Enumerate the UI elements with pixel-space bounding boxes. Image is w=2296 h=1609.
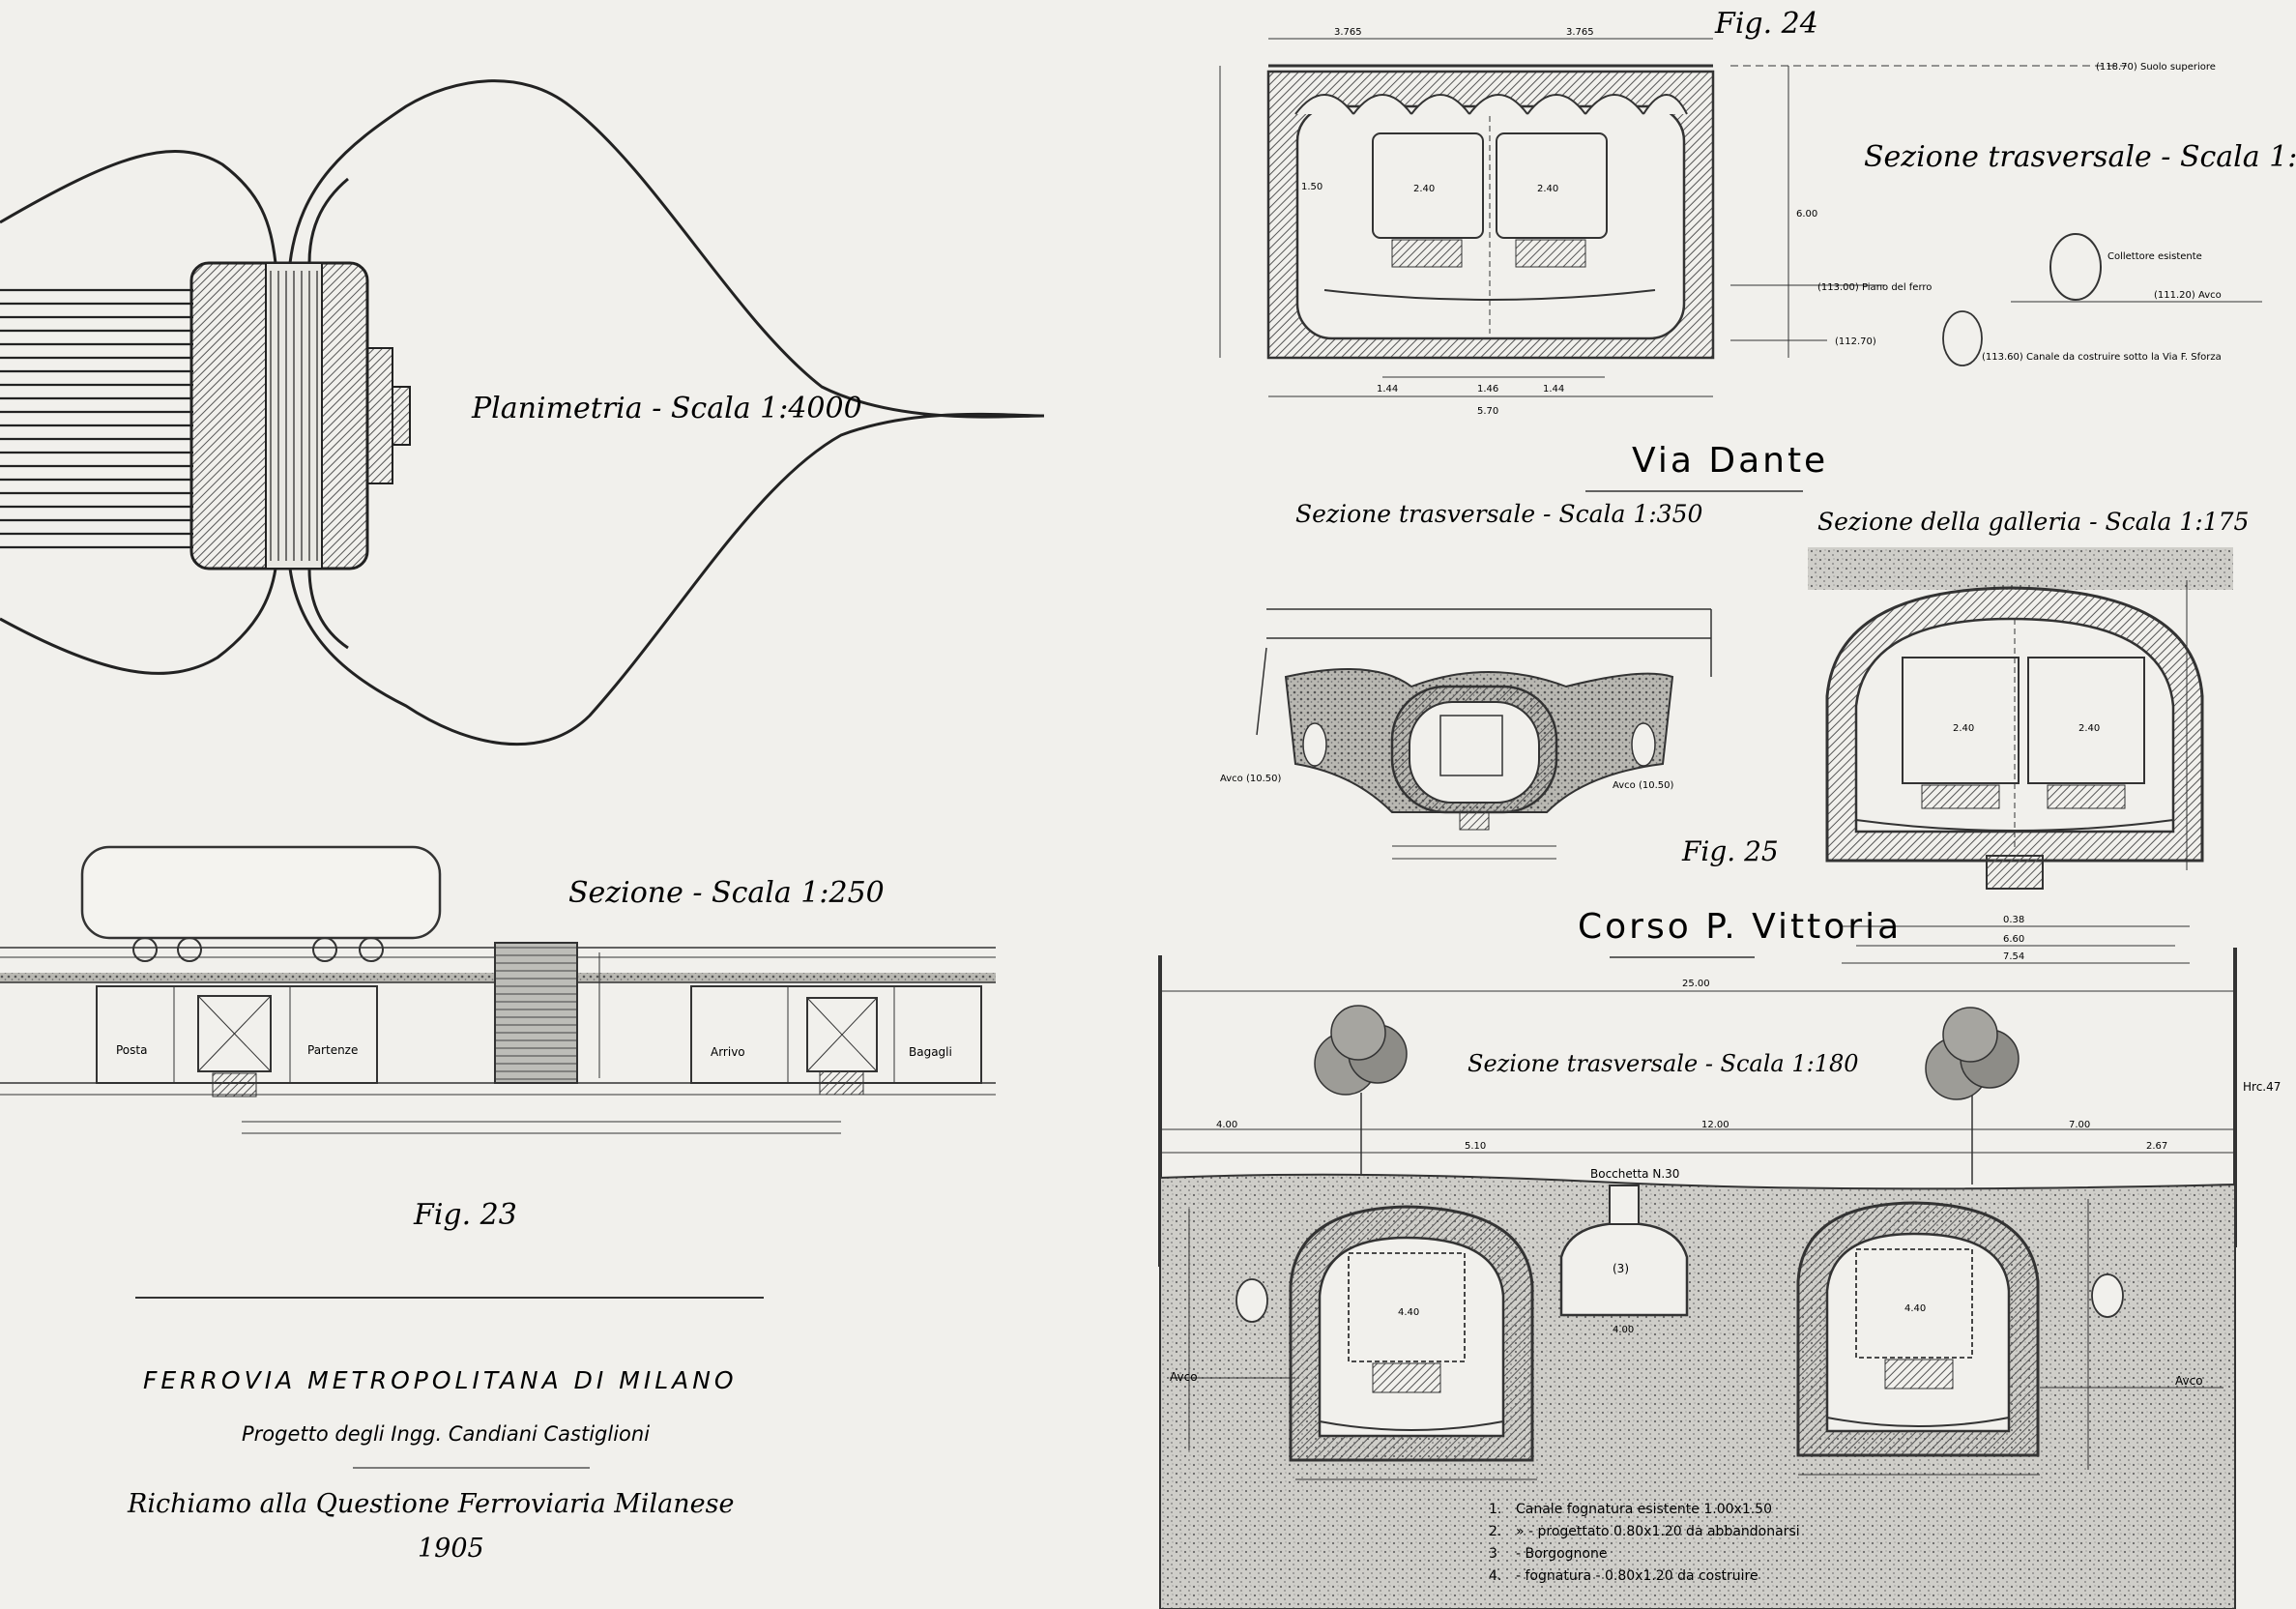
dim-width-total: 5.70 [1477, 406, 1498, 417]
fig23-plan [0, 79, 1045, 746]
label-avco: (111.20) Avco [2154, 290, 2222, 301]
legend-num-1: 1. [1489, 1502, 1501, 1517]
plan-caption: Planimetria - Scala 1:4000 [471, 392, 862, 425]
section-caption-fig23: Sezione - Scala 1:250 [568, 876, 885, 910]
room-label-partenze: Partenze [307, 1043, 358, 1057]
fig25-legend: 1. Canale fognatura esistente 1.00x1.50 … [1489, 1502, 1800, 1584]
dim-tunnel-left: 4.40 [1398, 1307, 1419, 1318]
fig25-caption: Sezione trasversale - Scala 1:180 [1468, 1050, 1859, 1077]
plan-tracks [0, 288, 193, 549]
legend-num-3: 3 [1489, 1546, 1497, 1562]
fig23-label: Fig. 23 [413, 1198, 517, 1232]
gallery-dim-a: 0.38 [2003, 915, 2024, 925]
avco-right: Avco [2175, 1374, 2203, 1388]
railcar [80, 845, 442, 940]
gallery-dim-left: 2.40 [1953, 723, 1974, 734]
label-base: (112.70) [1835, 336, 1876, 347]
dim-track-2: 1.46 [1477, 384, 1498, 395]
fig25-section [1158, 948, 2237, 1609]
legend-num-4: 4. [1489, 1568, 1501, 1584]
dim-sidewalk-left: 4.00 [1216, 1120, 1237, 1130]
dim-sidewalk-right: 7.00 [2069, 1120, 2090, 1130]
fig25-label: Fig. 25 [1681, 835, 1779, 867]
dim-track-1: 1.44 [1377, 384, 1398, 395]
gallery-dim-b: 6.60 [2003, 934, 2024, 945]
dim-tunnel-right: 4.40 [1904, 1303, 1926, 1314]
tree-right [1925, 1007, 2020, 1185]
via-dante-left-caption: Sezione trasversale - Scala 1:350 [1295, 500, 1702, 528]
label-collettore: Collettore esistente [2107, 251, 2202, 262]
fig24-label: Fig. 24 [1714, 7, 1818, 41]
legend-text-1: Canale fognatura esistente 1.00x1.50 [1516, 1502, 1772, 1517]
fig23-section [0, 845, 996, 1134]
room-label-bagagli: Bagagli [909, 1045, 952, 1059]
street-corso-p-vittoria: Corso P. Vittoria [1578, 907, 1902, 947]
dim-duct-width: 4.00 [1613, 1325, 1634, 1335]
room-label-posta: Posta [116, 1043, 147, 1057]
label-suolo: (118.70) Suolo superiore [2096, 62, 2216, 73]
main-title: FERROVIA METROPOLITANA DI MILANO [143, 1366, 738, 1394]
side-label: Hrc.47 [2243, 1080, 2281, 1094]
label-canale: (113.60) Canale da costruire sotto la Vi… [1982, 352, 2222, 363]
legend-text-4: - fognatura - 0.80x1.20 da costruire [1516, 1568, 1758, 1584]
legend-text-3: - Borgognone [1516, 1546, 1607, 1562]
via-dante-small-section [1256, 608, 1712, 860]
dim-side: 1.50 [1301, 182, 1322, 192]
reference-line: Richiamo alla Questione Ferroviaria Mila… [127, 1489, 734, 1519]
dim-top-left: 3.765 [1334, 27, 1362, 38]
bocchetta-label: Bocchetta N.30 [1590, 1167, 1679, 1181]
dim-car-left: 2.40 [1413, 184, 1435, 194]
dim-carriageway: 12.00 [1701, 1120, 1729, 1130]
gallery-dim-right: 2.40 [2078, 723, 2100, 734]
dim-right-offset: 2.67 [2146, 1141, 2167, 1152]
gallery-dim-c: 7.54 [2003, 951, 2024, 962]
legend-text-2: » - progettato 0.80x1.20 da abbandonarsi [1516, 1524, 1800, 1539]
tree-left [1314, 1005, 1408, 1175]
via-dante-avco-right: Avco (10.50) [1613, 780, 1673, 791]
via-dante-gallery-section [1808, 547, 2233, 964]
dim-overall: 25.00 [1682, 979, 1710, 989]
dim-track-3: 1.44 [1543, 384, 1564, 395]
fig24-caption: Sezione trasversale - Scala 1:150 [1864, 140, 2296, 174]
plan-loop [0, 79, 1045, 746]
room-label-arrivo: Arrivo [711, 1045, 745, 1059]
via-dante-right-caption: Sezione della galleria - Scala 1:175 [1817, 508, 2249, 536]
dim-height: 6.00 [1796, 209, 1817, 219]
year: 1905 [418, 1534, 484, 1564]
avco-left: Avco [1170, 1370, 1198, 1384]
dim-car-right: 2.40 [1537, 184, 1558, 194]
label-piano-ferro: (113.00) Piano del ferro [1817, 282, 1932, 293]
street-via-dante: Via Dante [1632, 441, 1828, 481]
duct-number: (3) [1613, 1262, 1629, 1275]
subtitle: Progetto degli Ingg. Candiani Castiglion… [242, 1422, 650, 1446]
legend-num-2: 2. [1489, 1524, 1501, 1539]
dim-top-right: 3.765 [1566, 27, 1594, 38]
fig24-section [1219, 38, 2262, 397]
dim-offset: 5.10 [1465, 1141, 1486, 1152]
via-dante-avco-left: Avco (10.50) [1220, 774, 1281, 784]
